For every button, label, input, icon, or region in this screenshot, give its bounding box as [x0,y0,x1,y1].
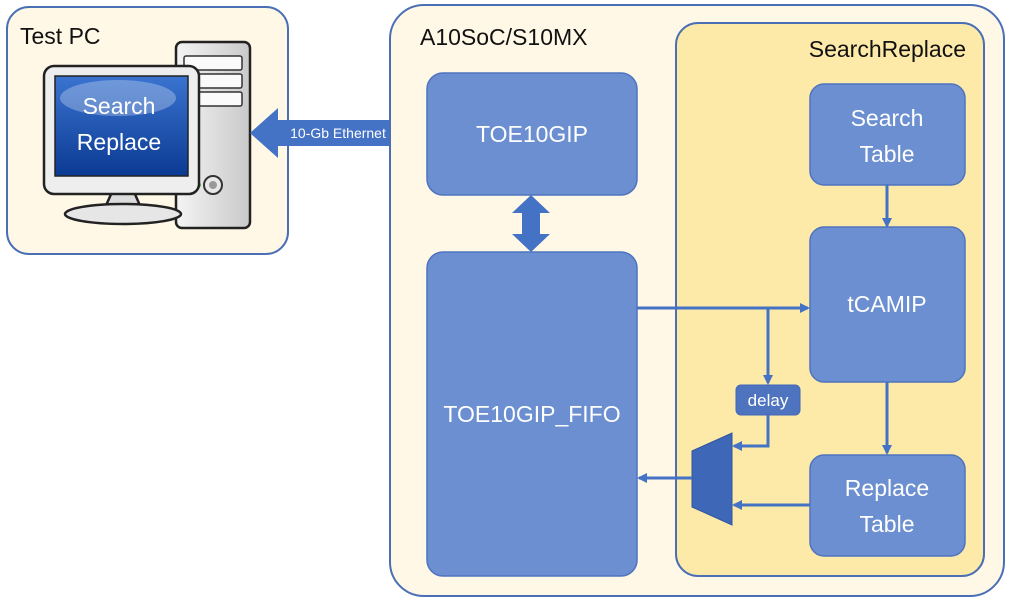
fpga-title: A10SoC/S10MX [420,24,587,50]
replace-table-block: Replace Table [809,454,966,557]
monitor-text-line1: Search [83,93,156,119]
toe10gip-label: TOE10GIP [476,121,588,147]
ethernet-label: 10-Gb Ethernet [290,125,386,141]
monitor-icon [42,64,201,226]
delay-label: delay [748,391,789,410]
toe10gip-fifo-block: TOE10GIP_FIFO [426,251,638,577]
replace-table-line1: Replace [845,475,929,501]
test-pc-title: Test PC [20,23,101,49]
tcamip-label: tCAMIP [847,291,926,317]
search-table-line1: Search [851,105,924,131]
toe-fifo-arrow [512,195,550,252]
delay-block: delay [735,384,801,416]
toe10gip-fifo-label: TOE10GIP_FIFO [443,401,620,427]
ethernet-link-arrow: 10-Gb Ethernet [250,108,426,158]
tcamip-block: tCAMIP [809,226,966,383]
search-table-block: Search Table [809,83,966,186]
replace-table-line2: Table [860,511,915,537]
test-pc-box: Test PC Search Replace [6,6,289,255]
toe10gip-block: TOE10GIP [426,72,638,196]
search-table-line2: Table [860,141,915,167]
monitor-text-line2: Replace [77,129,161,155]
connection-lines [637,185,892,510]
mux-shape [691,432,733,526]
search-replace-title: SearchReplace [809,36,966,62]
